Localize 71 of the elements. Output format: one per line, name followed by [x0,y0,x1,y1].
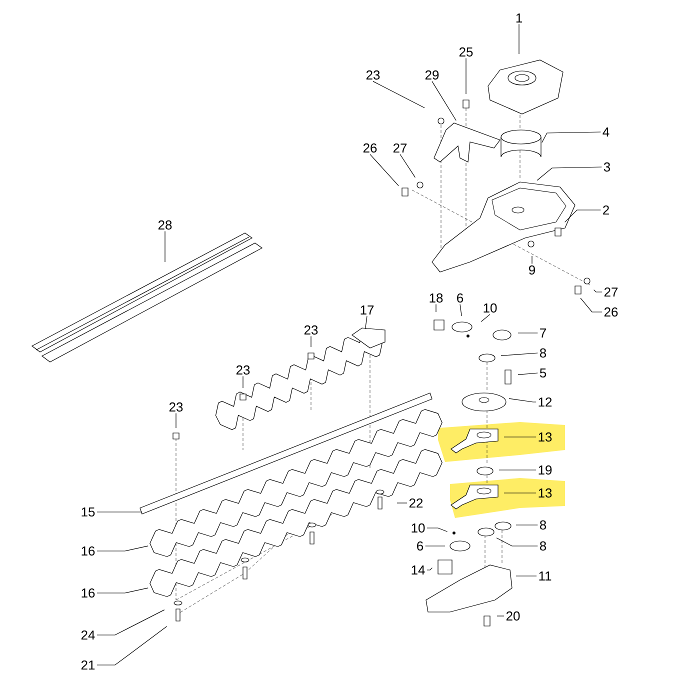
callout-number: 6 [417,541,424,551]
leader-line [310,336,312,348]
leader-line [500,352,538,356]
callout-number: 23 [236,365,250,375]
callout-number: 4 [602,128,610,136]
leader-line [496,538,538,546]
leader-line [594,290,602,292]
callout-number: 15 [82,507,95,517]
leader-line [518,24,520,54]
leader-line [96,610,165,636]
callout-number: 10 [484,303,497,313]
leader-line [365,316,368,330]
callout-number: 13 [538,488,552,498]
callout-number: 26 [363,143,377,153]
leader-line [580,298,602,312]
leader-line [518,332,538,334]
callout-number: 8 [540,348,546,358]
callout-number: 9 [529,265,536,275]
callout-number: 23 [169,402,183,412]
leader-line [164,231,166,262]
leader-line [426,528,448,532]
callout-number: 26 [604,307,618,317]
callout-number: 2 [603,205,609,215]
callout-number: 5 [540,368,546,378]
leader-line [504,492,536,494]
leader-line [242,376,244,388]
leader-line [96,626,168,666]
callout-number: 1 [516,14,522,22]
callout-number: 23 [366,70,380,80]
callout-number: 22 [409,498,423,508]
callout-number: 27 [393,143,407,153]
leader-line [460,304,462,316]
leader-line [432,81,456,121]
callout-number: 6 [457,293,464,303]
callout-number: 7 [540,328,546,338]
callout-number: 11 [539,572,552,580]
callout-number: 16 [82,546,95,556]
callout-number: 10 [412,523,425,533]
leader-line [564,210,601,222]
leader-line [96,546,148,552]
callout-number: 19 [538,465,552,475]
callout-number: 14 [412,566,425,574]
callout-number: 8 [540,520,546,530]
callout-number: 23 [304,325,318,335]
leader-line [518,372,538,375]
callout-number: 8 [540,541,546,551]
callout-number: 13 [538,432,552,442]
callout-number: 16 [82,588,95,598]
callout-number: 28 [158,220,172,230]
callout-number: 29 [425,70,439,80]
callout-number: 17 [360,306,374,314]
callout-number: 12 [538,397,552,407]
callout-number: 25 [459,47,473,57]
callout-number: 21 [81,660,95,670]
callout-number: 3 [604,162,610,172]
leader-line [516,524,538,526]
leader-line [480,314,490,322]
leader-line [396,502,408,504]
leader-line [372,81,425,108]
leader-line [508,398,536,402]
callout-number: 27 [604,287,618,297]
callout-number: 20 [506,611,520,621]
leader-line [536,166,602,181]
leader-line [96,588,148,594]
leader-line [370,154,399,186]
leader-line [426,568,432,570]
callout-number: 18 [430,293,443,303]
callout-number: 24 [81,630,95,640]
leader-line [504,436,536,438]
leader-line [400,154,416,178]
leader-line [542,132,601,143]
